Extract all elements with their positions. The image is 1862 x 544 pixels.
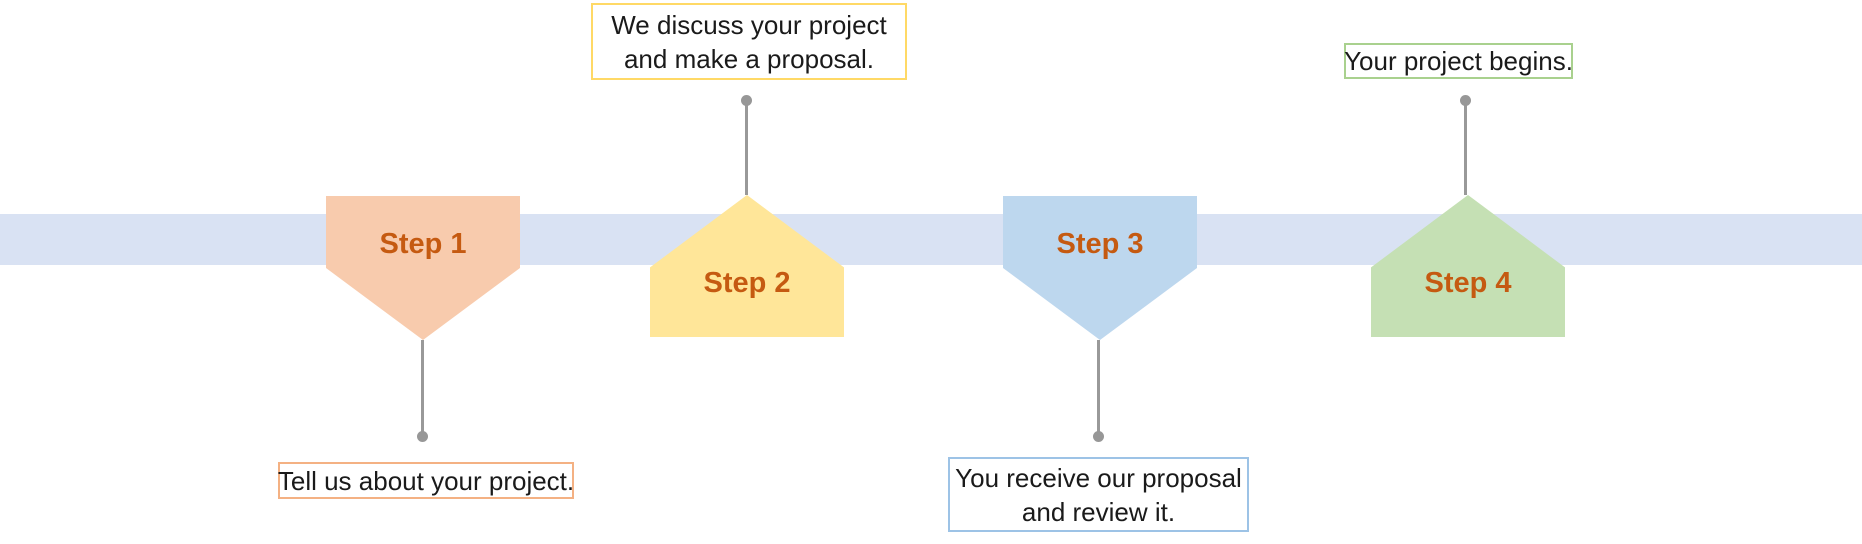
step-2-connector-line	[745, 101, 748, 195]
step-1-callout-text: Tell us about your project.	[277, 465, 575, 496]
step-2-callout-text-line2: and make a proposal.	[623, 43, 875, 74]
step-3-callout: You receive our proposal and review it.	[948, 457, 1249, 532]
step-4-callout-text: Your project begins.	[1344, 46, 1573, 76]
step-1-connector-dot	[417, 431, 428, 442]
step-1-shape: Step 1	[326, 196, 520, 340]
step-2-callout: We discuss your project and make a propo…	[591, 3, 907, 80]
step-2-label: Step 2	[703, 267, 791, 299]
step-1-callout: Tell us about your project.	[278, 462, 574, 499]
step-3-label: Step 3	[1056, 228, 1144, 260]
step-3-shape: Step 3	[1003, 196, 1197, 340]
step-4-connector-line	[1464, 101, 1467, 195]
step-4-connector-dot	[1460, 95, 1471, 106]
step-3-callout-text-line2: and review it.	[1021, 496, 1176, 527]
step-3-connector-dot	[1093, 431, 1104, 442]
step-3-connector-line	[1097, 340, 1100, 432]
step-4-label: Step 4	[1424, 267, 1512, 299]
step-1-connector-line	[421, 340, 424, 432]
step-2-connector-dot	[741, 95, 752, 106]
step-2-callout-text: We discuss your project	[611, 9, 887, 40]
step-4-callout: Your project begins.	[1344, 43, 1573, 79]
step-3-callout-text: You receive our proposal	[955, 462, 1242, 493]
step-1-label: Step 1	[379, 228, 467, 260]
timeline-band	[0, 214, 1862, 265]
